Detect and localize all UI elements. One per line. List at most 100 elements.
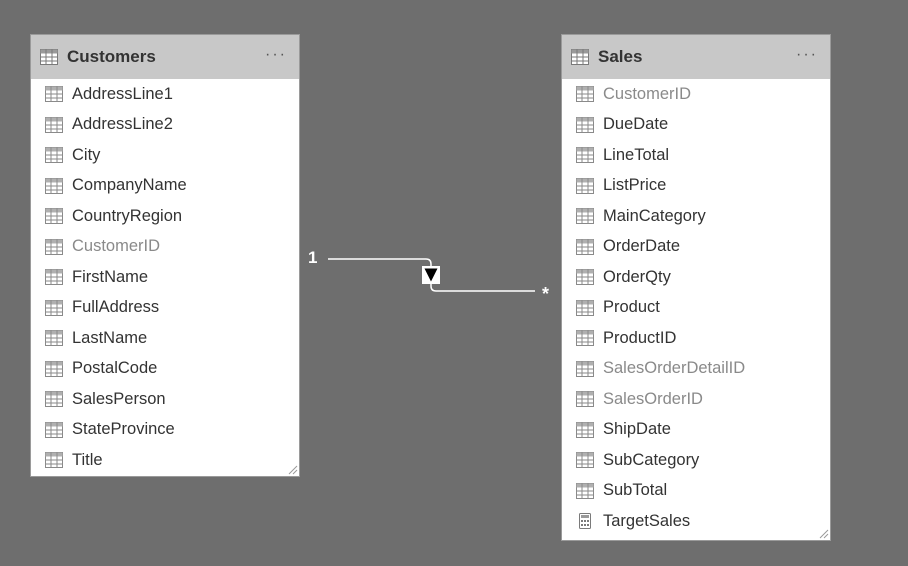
field-row[interactable]: ProductID	[562, 323, 830, 354]
field-row[interactable]: PostalCode	[31, 354, 299, 385]
field-label: DueDate	[603, 115, 669, 134]
table-header[interactable]: Sales ···	[562, 35, 830, 79]
field-row[interactable]: ShipDate	[562, 415, 830, 446]
field-label: Title	[72, 450, 103, 469]
field-row[interactable]: CustomerID	[31, 232, 299, 263]
field-label: CompanyName	[72, 176, 187, 195]
field-label: SalesOrderDetailID	[603, 359, 746, 378]
column-icon	[45, 452, 63, 469]
column-icon	[45, 330, 63, 347]
field-row[interactable]: OrderQty	[562, 262, 830, 293]
cardinality-one-label: 1	[308, 248, 318, 267]
field-label: SubCategory	[603, 450, 700, 469]
column-icon	[45, 421, 63, 438]
field-row[interactable]: SalesPerson	[31, 384, 299, 415]
field-row[interactable]: AddressLine1	[31, 79, 299, 110]
field-row[interactable]: TargetSales	[562, 506, 830, 537]
table-title: Sales	[598, 47, 643, 66]
resize-grip-icon[interactable]	[819, 529, 829, 539]
column-icon	[576, 86, 594, 103]
column-icon	[45, 86, 63, 103]
column-icon	[45, 147, 63, 164]
column-icon	[45, 177, 63, 194]
field-label: PostalCode	[72, 359, 158, 378]
column-icon	[576, 238, 594, 255]
calculator-icon	[579, 513, 591, 530]
column-icon	[576, 177, 594, 194]
table-icon	[571, 49, 589, 65]
field-label: MainCategory	[603, 206, 706, 225]
more-options-button[interactable]: ···	[265, 46, 287, 63]
field-label: LineTotal	[603, 145, 670, 164]
field-row[interactable]: SubTotal	[562, 476, 830, 507]
field-label: CountryRegion	[72, 206, 183, 225]
field-label: OrderDate	[603, 237, 681, 256]
field-row[interactable]: SalesOrderID	[562, 384, 830, 415]
field-label: AddressLine1	[72, 84, 173, 103]
field-label: LastName	[72, 328, 148, 347]
column-icon	[576, 452, 594, 469]
column-icon	[576, 330, 594, 347]
field-row[interactable]: LastName	[31, 323, 299, 354]
field-label: ProductID	[603, 328, 677, 347]
field-row[interactable]: SubCategory	[562, 445, 830, 476]
field-row[interactable]: City	[31, 140, 299, 171]
field-label: CustomerID	[603, 84, 692, 103]
down-triangle-icon[interactable]	[422, 266, 440, 284]
more-options-button[interactable]: ···	[796, 46, 818, 63]
field-label: FirstName	[72, 267, 149, 286]
field-label: Product	[603, 298, 660, 317]
field-label: CustomerID	[72, 237, 161, 256]
field-row[interactable]: MainCategory	[562, 201, 830, 232]
field-row[interactable]: Title	[31, 445, 299, 476]
field-row[interactable]: FirstName	[31, 262, 299, 293]
resize-grip-icon[interactable]	[288, 465, 298, 475]
field-label: City	[72, 145, 101, 164]
column-icon	[576, 421, 594, 438]
field-label: SubTotal	[603, 481, 668, 500]
column-icon	[45, 391, 63, 408]
column-icon	[576, 147, 594, 164]
column-icon	[576, 360, 594, 377]
field-label: FullAddress	[72, 298, 160, 317]
field-row[interactable]: SalesOrderDetailID	[562, 354, 830, 385]
field-row[interactable]: AddressLine2	[31, 110, 299, 141]
column-icon	[576, 208, 594, 225]
field-row[interactable]: CustomerID	[562, 79, 830, 110]
column-icon	[576, 116, 594, 133]
field-label: TargetSales	[603, 511, 691, 530]
table-title: Customers	[67, 47, 156, 66]
column-icon	[576, 391, 594, 408]
cardinality-many-label: *	[542, 284, 550, 304]
column-icon	[45, 269, 63, 286]
column-icon	[45, 360, 63, 377]
column-icon	[45, 238, 63, 255]
field-label: ListPrice	[603, 176, 667, 195]
field-row[interactable]: LineTotal	[562, 140, 830, 171]
column-icon	[45, 299, 63, 316]
field-row[interactable]: Product	[562, 293, 830, 324]
field-label: SalesOrderID	[603, 389, 703, 408]
column-icon	[45, 208, 63, 225]
field-row[interactable]: FullAddress	[31, 293, 299, 324]
field-row[interactable]: DueDate	[562, 110, 830, 141]
column-icon	[576, 269, 594, 286]
field-row[interactable]: OrderDate	[562, 232, 830, 263]
field-label: AddressLine2	[72, 115, 173, 134]
table-header[interactable]: Customers ···	[31, 35, 299, 79]
column-icon	[576, 482, 594, 499]
field-row[interactable]: CountryRegion	[31, 201, 299, 232]
field-row[interactable]: ListPrice	[562, 171, 830, 202]
table-icon	[40, 49, 58, 65]
field-row[interactable]: StateProvince	[31, 415, 299, 446]
field-label: StateProvince	[72, 420, 175, 439]
field-row[interactable]: CompanyName	[31, 171, 299, 202]
field-label: OrderQty	[603, 267, 671, 286]
field-label: ShipDate	[603, 420, 671, 439]
